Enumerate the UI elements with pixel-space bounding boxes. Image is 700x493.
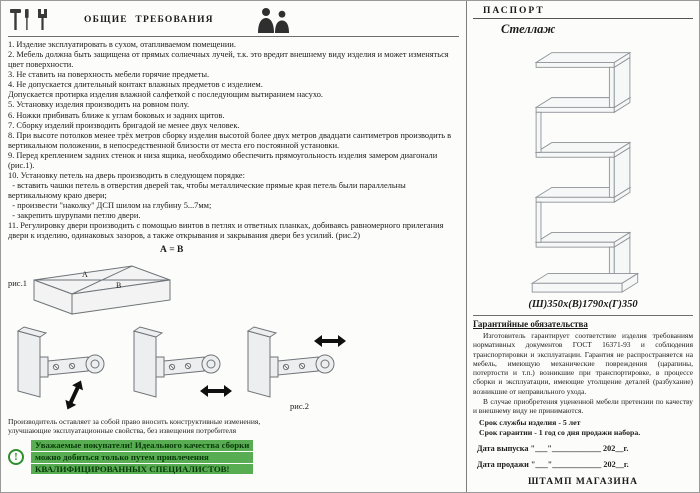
exclamation-icon: ! xyxy=(8,449,24,465)
passport-title: ПАСПОРТ xyxy=(473,4,693,19)
notice-lines: Уважаемые покупатели! Идеального качеств… xyxy=(31,439,254,475)
sale-date-line: Дата продажи "___"____________ 202__г. xyxy=(477,460,629,470)
passport-section: ПАСПОРТ Стеллаж xyxy=(467,1,699,492)
product-drawing-area xyxy=(473,39,693,297)
requirements-list: 1. Изделие эксплуатировать в сухом, отап… xyxy=(8,40,459,242)
general-requirements-section: ОБЩИЕ ТРЕБОВАНИЯ 1. Изделие эксплуатиров… xyxy=(1,1,467,492)
diagonal-equality-label: А = В xyxy=(160,244,184,255)
notice-line: КВАЛИФИЦИРОВАННЫХ СПЕЦИАЛИСТОВ! xyxy=(31,463,254,475)
notice-line: можно добиться только путем привлечения xyxy=(31,451,254,463)
requirement-item: 2. Мебель должна быть защищена от прямых… xyxy=(8,50,449,70)
requirement-item: 6. Ножки прибивать ближе к углам боковых… xyxy=(8,110,225,120)
customer-notice: ! Уважаемые покупатели! Идеального качес… xyxy=(8,439,459,475)
tools-icon xyxy=(10,9,47,30)
figure-1: А = В А В рис.1 xyxy=(8,244,459,322)
store-stamp-label: ШТАМП МАГАЗИНА xyxy=(527,477,638,488)
warranty-period: Срок гарантии - 1 год со дня продажи наб… xyxy=(479,428,641,438)
diagonal-b-label: В xyxy=(116,281,121,290)
diagonal-a-label: А xyxy=(82,270,88,279)
requirement-item: 9. Перед креплением задних стенок и низа… xyxy=(8,150,438,170)
manufacturer-note: Производитель оставляет за собой право в… xyxy=(8,416,261,436)
warranty-text: Изготовитель гарантирует соответствие из… xyxy=(473,331,693,396)
warranty-title: Гарантийные обязательства xyxy=(473,319,588,329)
requirement-item: 5. Установку изделия производить на ровн… xyxy=(8,100,190,110)
section-title: ОБЩИЕ ТРЕБОВАНИЯ xyxy=(84,15,214,25)
service-life: Срок службы изделия - 5 лет xyxy=(479,418,581,428)
requirement-item: 8. При высоте потолков менее трёх метров… xyxy=(8,130,452,150)
hinge-diagram-3 xyxy=(247,326,346,398)
requirement-item: 1. Изделие эксплуатировать в сухом, отап… xyxy=(8,40,236,49)
left-header: ОБЩИЕ ТРЕБОВАНИЯ xyxy=(8,4,459,37)
warranty-section: Гарантийные обязательства Изготовитель г… xyxy=(473,315,693,487)
figure-2-label: рис.2 xyxy=(290,400,309,411)
requirement-item: 4. Не допускается длительный контакт вла… xyxy=(8,80,323,100)
release-date-line: Дата выпуска "___"____________ 202__г. xyxy=(477,444,629,454)
figure-1-label: рис.1 xyxy=(8,277,27,288)
product-name: Стеллаж xyxy=(501,22,556,36)
figure-2: рис.2 xyxy=(8,323,459,415)
requirement-item: 11. Регулировку двери производить с помо… xyxy=(8,221,444,241)
product-dimensions: (Ш)350х(В)1790х(Г)350 xyxy=(528,299,638,310)
hinge-diagram-2 xyxy=(133,326,232,398)
requirement-item: 10. Установку петель на дверь производит… xyxy=(8,171,406,221)
requirement-item: 7. Сборку изделий производить бригадой н… xyxy=(8,120,240,130)
discount-note: В случае приобретения уцененной мебели п… xyxy=(473,396,693,415)
hinge-diagram-1 xyxy=(17,326,105,412)
requirement-item: 3. Не ставить на поверхность мебели горя… xyxy=(8,70,210,80)
box-diagonal-diagram: А В xyxy=(33,265,171,315)
notice-line: Уважаемые покупатели! Идеального качеств… xyxy=(31,439,254,451)
shelving-unit-drawing xyxy=(530,51,640,293)
two-people-icon xyxy=(257,8,289,33)
